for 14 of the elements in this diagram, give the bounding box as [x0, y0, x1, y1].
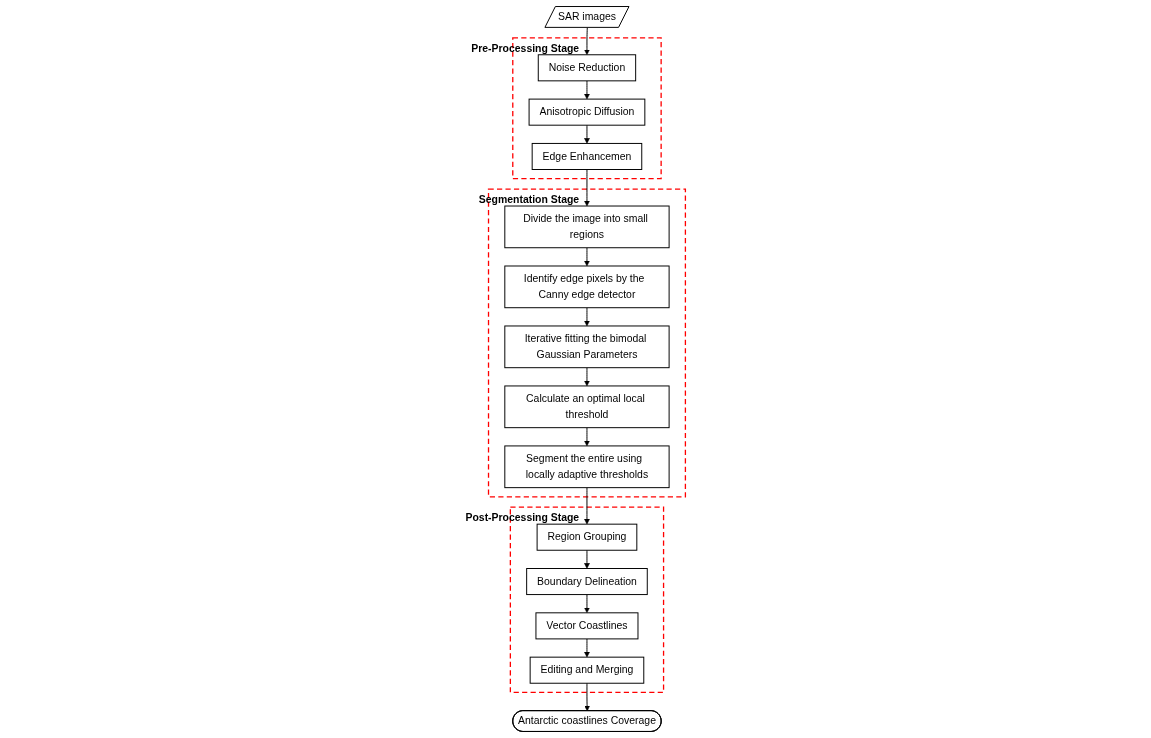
node-box: Iterative fitting the bimodal Gaussian Parameters	[504, 325, 670, 369]
node-box: Segment the entire using locally adaptive thresholds	[504, 445, 670, 489]
node-box: Edge Enhancemen	[531, 142, 643, 170]
node-label: Post-Processing Stage	[465, 511, 580, 523]
node-box: Identify edge pixels by the Canny edge detector	[504, 265, 670, 309]
node-label: Pre-Processing Stage	[471, 42, 580, 54]
node-box: Editing and Merging	[529, 656, 645, 684]
node-box: Noise Reduction	[537, 54, 637, 82]
node-box: Region Grouping	[536, 523, 638, 551]
node-box: Calculate an optimal local threshold	[504, 385, 670, 429]
node-box: Boundary Delineation	[526, 568, 648, 596]
node-box: Anisotropic Diffusion	[528, 98, 646, 126]
node-box: Divide the image into small regions	[504, 205, 670, 249]
node-box: Vector Coastlines	[535, 612, 639, 640]
